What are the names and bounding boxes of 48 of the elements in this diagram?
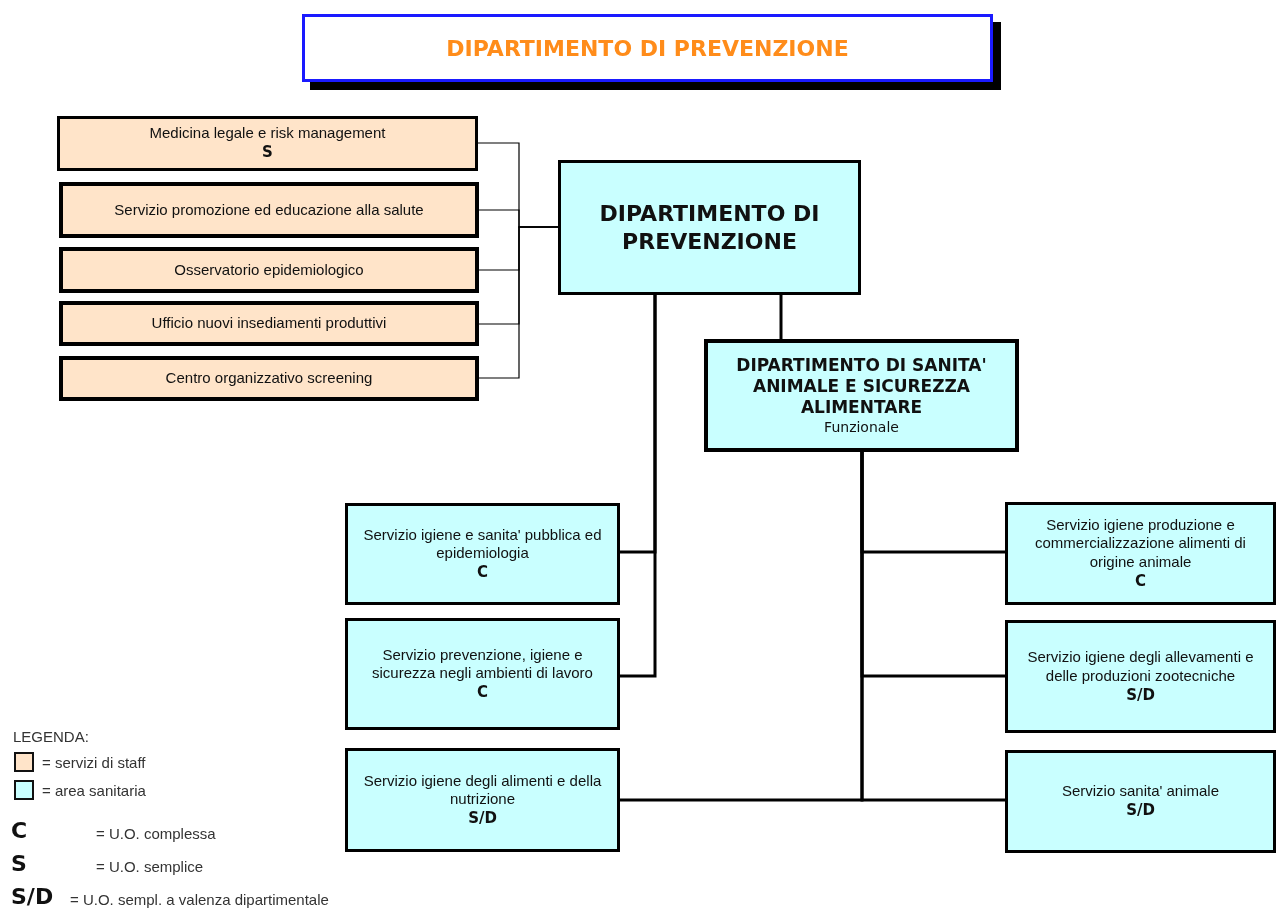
legend-heading: LEGENDA: <box>13 728 89 745</box>
code-key: C <box>11 818 28 843</box>
unit-name: Servizio prevenzione, igiene e sicurezza negli ambienti di lavoro <box>371 645 594 683</box>
unit-name: Servizio promozione ed educazione alla salute <box>114 200 424 220</box>
unit-type-code: S <box>262 143 273 163</box>
org-unit-box <box>1005 750 1276 853</box>
unit-name: DIPARTIMENTO DI SANITA' ANIMALE E SICUREZZA ALIMENTARE <box>735 354 988 419</box>
unit-name: Servizio igiene produzione e commercializzazione alimenti di origine animale <box>1034 515 1247 572</box>
unit-name: Ufficio nuovi insediamenti produttivi <box>151 314 387 333</box>
org-unit-box <box>345 748 620 852</box>
unit-name: Servizio igiene degli alimenti e della nutrizione <box>362 771 603 809</box>
unit-name: Servizio sanita' animale <box>1061 782 1220 802</box>
legend-text: = servizi di staff <box>42 753 146 771</box>
unit-name: Servizio igiene e sanita' pubblica ed epidemiologia <box>362 525 603 563</box>
unit-name: Osservatorio epidemiologico <box>174 260 364 280</box>
connector-line <box>779 295 783 339</box>
unit-note: Funzionale <box>824 418 899 437</box>
unit-type-code: C <box>477 563 488 583</box>
connector-line <box>478 226 559 379</box>
code-description: = U.O. complessa <box>96 825 216 842</box>
org-unit-box <box>704 339 1019 452</box>
connector-line <box>860 452 1005 802</box>
unit-type-code: S/D <box>468 809 497 829</box>
unit-type-code: C <box>1135 571 1146 592</box>
code-key: S <box>11 851 27 876</box>
unit-type-code: S/D <box>1126 685 1155 705</box>
code-key: S/D <box>11 884 54 909</box>
org-unit-box <box>59 301 479 346</box>
unit-name: Medicina legale e risk management <box>149 124 386 144</box>
org-unit-box <box>59 247 479 293</box>
org-unit-box <box>1005 502 1276 605</box>
org-unit-box <box>345 618 620 730</box>
unit-name: DIPARTIMENTO DI PREVENZIONE <box>598 200 821 255</box>
code-description: = U.O. semplice <box>96 858 204 875</box>
unit-type-code: S/D <box>1126 801 1155 821</box>
org-unit-box <box>59 182 479 238</box>
org-unit-box <box>59 356 479 401</box>
org-unit-box <box>558 160 861 295</box>
title: DIPARTIMENTO DI PREVENZIONE <box>446 35 849 61</box>
unit-name: Servizio igiene degli allevamenti e delle produzioni zootecniche <box>1026 648 1255 686</box>
org-unit-box <box>345 503 620 605</box>
connector-line <box>620 295 657 678</box>
org-unit-box <box>57 116 478 171</box>
unit-name: Centro organizzativo screening <box>165 369 373 388</box>
code-description: = U.O. sempl. a valenza dipartimentale <box>70 891 329 908</box>
unit-type-code: C <box>477 683 488 703</box>
legend-text: = area sanitaria <box>42 781 146 799</box>
org-unit-box <box>1005 620 1276 733</box>
